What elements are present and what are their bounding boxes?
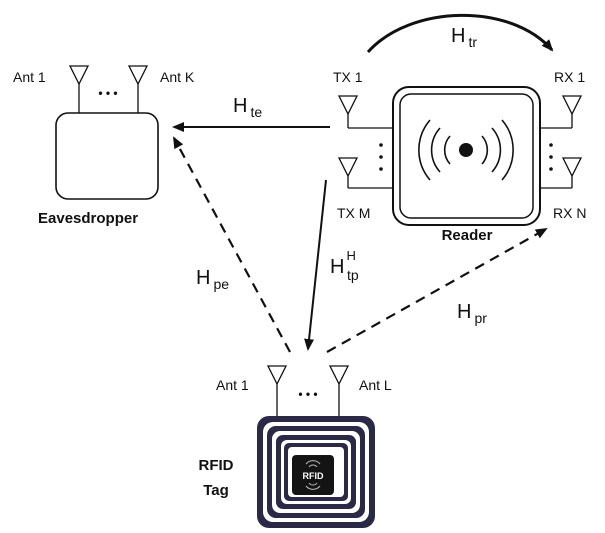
- tag-antenna-dots: • • •: [298, 387, 317, 401]
- chip-label: RFID: [303, 471, 324, 481]
- reader-tx-dots: [379, 143, 383, 171]
- rfid-chip-icon: RFID: [292, 455, 334, 495]
- tag-antenna-1-icon: [266, 365, 288, 418]
- rfid-tag-node: • • • Ant 1 Ant L RFID RFID Tag: [199, 365, 392, 528]
- reader-label: Reader: [442, 227, 493, 244]
- eavesdropper-antenna-1-icon: [68, 65, 90, 113]
- tag-label: Tag: [203, 482, 229, 499]
- tag-ant-l-label: Ant L: [359, 377, 392, 393]
- tag-ant-1-label: Ant 1: [216, 377, 249, 393]
- reader-rx-dots: [549, 143, 553, 171]
- h-pe-arrow: [173, 136, 291, 353]
- eavesdropper-antenna-dots: • • •: [98, 86, 117, 100]
- rfid-label: RFID: [199, 457, 234, 474]
- txm-label: TX M: [337, 205, 370, 221]
- eavesdropper-label: Eavesdropper: [38, 210, 138, 227]
- h-pr-arrow: [326, 228, 548, 353]
- reader-rx1-antenna-icon: [540, 95, 583, 129]
- eavesdropper-node: • • • Ant 1 Ant K Eavesdropper: [13, 65, 195, 227]
- eavesdropper-box: [55, 112, 159, 200]
- tag-antenna-l-icon: [328, 365, 350, 418]
- eavesdropper-ant-k-label: Ant K: [160, 69, 195, 85]
- rx1-label: RX 1: [554, 69, 585, 85]
- reader-rxn-antenna-icon: [540, 157, 583, 189]
- reader-tx1-antenna-icon: [337, 95, 393, 129]
- tx1-label: TX 1: [333, 69, 363, 85]
- h-tr-arrow: [366, 13, 554, 54]
- h-tp-arrow: [304, 179, 327, 351]
- reader-txm-antenna-icon: [337, 157, 393, 189]
- eavesdropper-ant-1-label: Ant 1: [13, 69, 46, 85]
- reader-center-dot: [459, 143, 473, 157]
- reader-node: TX 1 TX M RX 1 RX N Reader: [333, 69, 586, 244]
- reader-waves-icon: [418, 119, 514, 181]
- rxn-label: RX N: [553, 205, 586, 221]
- eavesdropper-antenna-k-icon: [127, 65, 149, 113]
